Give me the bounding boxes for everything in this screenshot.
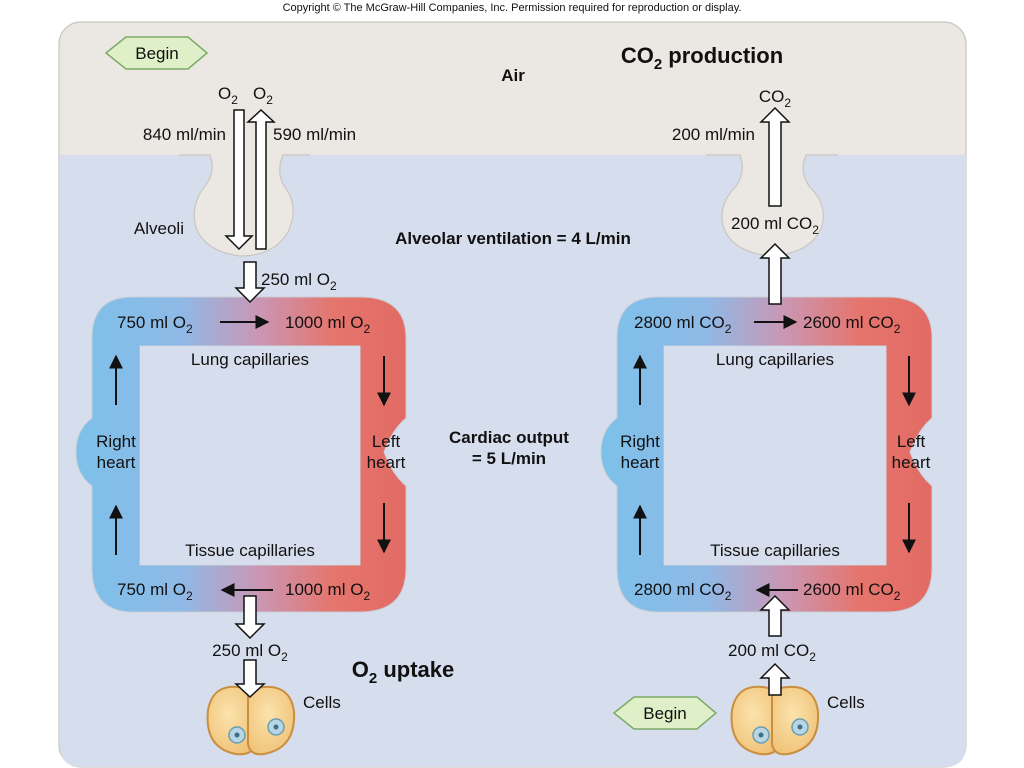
o2-uptake-heading: O2 uptake [352,657,455,687]
left-tissue-arterial-o2: 1000 ml O2 [285,580,370,603]
expired-rate-label: 590 ml/min [273,125,356,144]
right-lung-capillaries-label: Lung capillaries [716,350,834,369]
air-label: Air [501,66,525,85]
copyright-notice: Copyright © The McGraw-Hill Companies, I… [283,2,742,14]
o2-into-cells-arrow [234,659,266,699]
right-loop-center [664,346,886,565]
alveolar-ventilation-label: Alveolar ventilation = 4 L/min [395,229,631,248]
o2-inspired-label: O2 [218,84,238,107]
alveoli-label: Alveoli [134,219,184,238]
right-tissue-capillaries-label: Tissue capillaries [710,541,840,560]
o2-tissue-transfer-label: 250 ml O2 [212,641,288,664]
inspired-rate-label: 840 ml/min [143,125,226,144]
o2-inspired-arrow [224,109,254,251]
left-tissue-venous-o2: 750 ml O2 [117,580,193,603]
left-cells-label: Cells [303,693,341,712]
cardiac-output-label: Cardiac output= 5 L/min [449,428,569,468]
co2-lung-transfer-arrow [759,242,791,305]
o2-lung-transfer-arrow [234,261,266,304]
begin-tag-top: Begin [104,36,209,70]
right-tissue-venous-co2: 2800 ml CO2 [634,580,732,603]
right-lung-venous-co2: 2800 ml CO2 [634,313,732,336]
o2-expired-arrow [246,108,276,250]
left-loop-center [140,346,360,565]
right-cells [730,685,820,756]
right-cells-label: Cells [827,693,865,712]
o2-lung-transfer-label: 250 ml O2 [261,270,337,293]
begin-label: Begin [643,704,686,723]
co2-gas-label: CO2 [759,87,792,110]
begin-label: Begin [135,44,178,63]
alveoli-co2-amount: 200 ml CO2 [731,214,819,237]
o2-tissue-transfer-arrow [234,595,266,640]
o2-expired-label: O2 [253,84,273,107]
co2-expired-arrow [759,106,791,207]
left-lung-venous-o2: 750 ml O2 [117,313,193,336]
co2-production-heading: CO2 production [621,43,783,73]
left-lung-arterial-o2: 1000 ml O2 [285,313,370,336]
begin-tag-bottom: Begin [612,696,718,730]
left-tissue-capillaries-label: Tissue capillaries [185,541,315,560]
right-lung-arterial-co2: 2600 ml CO2 [803,313,901,336]
co2-from-cells-arrow [759,662,791,696]
co2-tissue-transfer-arrow [759,594,791,637]
left-lung-capillaries-label: Lung capillaries [191,350,309,369]
right-tissue-arterial-co2: 2600 ml CO2 [803,580,901,603]
left-cells [206,685,296,756]
co2-expired-rate-label: 200 ml/min [672,125,755,144]
co2-tissue-transfer-label: 200 ml CO2 [728,641,816,664]
